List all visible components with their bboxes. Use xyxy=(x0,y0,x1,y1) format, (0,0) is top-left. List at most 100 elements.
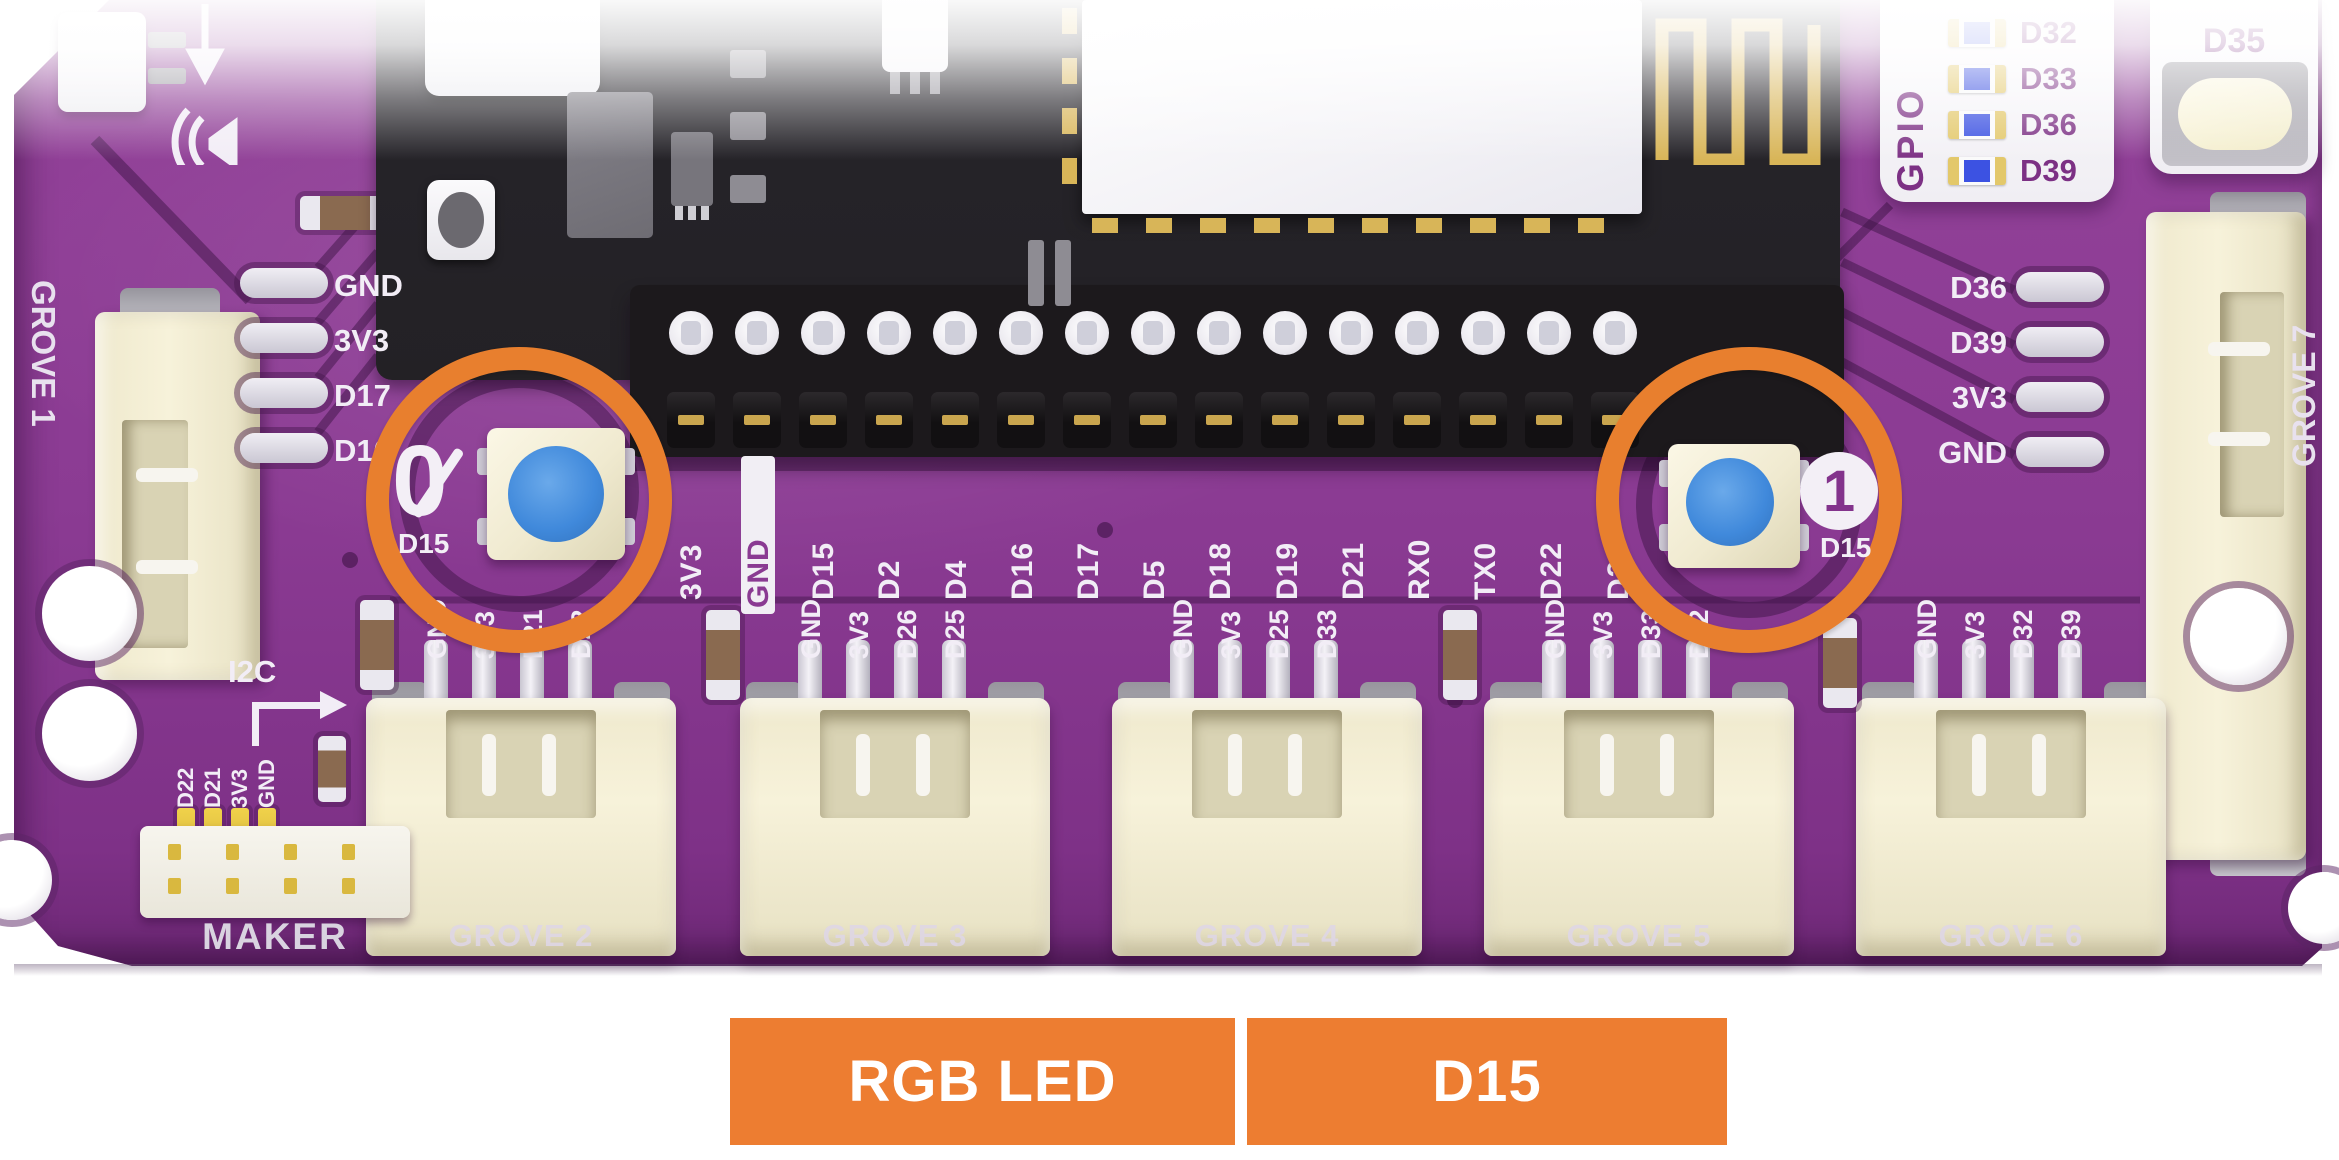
grove3-slot xyxy=(820,710,970,818)
led0-pin-label: D15 xyxy=(398,528,450,559)
led1-pin-label: D15 xyxy=(1820,532,1872,563)
maker-label: MAKER xyxy=(202,916,348,957)
d35-button-label: D35 xyxy=(2202,22,2266,60)
mounting-hole xyxy=(42,686,137,781)
grove7-label: GROVE 7 xyxy=(2286,324,2322,467)
header-pin-label: TX0 xyxy=(1469,541,1502,600)
antenna-trace xyxy=(1655,18,1821,165)
maker-pin-label: GND xyxy=(254,759,279,808)
grove3-pin-label: GND xyxy=(796,599,826,659)
mounting-hole xyxy=(2190,588,2287,685)
banner-pin-text: D15 xyxy=(1432,1049,1542,1114)
pin-pad xyxy=(2016,382,2104,412)
grove5-slot xyxy=(1564,710,1714,818)
banner-component-text: RGB LED xyxy=(848,1049,1117,1114)
grove3-pin-label: D26 xyxy=(892,609,922,659)
usb-connector xyxy=(425,0,600,96)
maker-port-connector xyxy=(140,826,410,918)
gpio-led-label: D36 xyxy=(2020,106,2077,142)
resistor-chip xyxy=(318,736,346,802)
grove7-slot xyxy=(2208,292,2284,517)
boot-button xyxy=(427,180,495,260)
speaker-icon xyxy=(171,4,238,165)
right-pin-label: GND xyxy=(1938,435,2007,470)
i2c-arrow xyxy=(252,702,322,709)
pin-pad xyxy=(240,378,328,408)
banner-component-cell: RGB LED xyxy=(730,1018,1235,1145)
header-pin-label: GND xyxy=(741,456,775,614)
grove4-pin-label: D33 xyxy=(1312,609,1342,659)
blue-led-chip xyxy=(1948,156,2006,185)
pin-pad xyxy=(240,433,328,463)
gpio-panel-title: GPIO xyxy=(1890,87,1931,192)
resistor-chip xyxy=(1443,610,1477,700)
grove4-pin-label: GND xyxy=(1168,599,1198,659)
smd-pad xyxy=(730,175,766,203)
grove3-label: GROVE 3 xyxy=(822,918,968,953)
i2c-label: I2C xyxy=(228,654,277,689)
grove4-label: GROVE 4 xyxy=(1194,918,1340,953)
smd-pad xyxy=(730,112,766,140)
grove6-slot xyxy=(1936,710,2086,818)
header-pin-label: D21 xyxy=(1337,541,1370,600)
grove6-pin-label: D39 xyxy=(2056,609,2086,659)
pin-pad xyxy=(240,323,328,353)
header-pin-label: RX0 xyxy=(1403,538,1436,600)
grove3-pin-label: 3V3 xyxy=(844,610,874,659)
left-pin-label: 3V3 xyxy=(334,323,390,358)
i2c-arrow xyxy=(252,702,259,746)
right-pin-label: 3V3 xyxy=(1951,380,2007,415)
maker-pin-label: D22 xyxy=(173,767,198,808)
header-pin-label: D17 xyxy=(1072,541,1105,600)
blue-led-chip xyxy=(1948,110,2006,139)
d35-button xyxy=(2178,78,2292,150)
smd-pad xyxy=(730,50,766,78)
esp32-wroom-shield xyxy=(1082,0,1642,214)
left-pin-label: D17 xyxy=(334,378,391,413)
grove2-slot xyxy=(446,710,596,818)
gpio-led-label: D32 xyxy=(2020,14,2077,50)
gpio-led-label: D33 xyxy=(2020,60,2077,96)
resistor-chip xyxy=(1823,618,1857,708)
resistor-chip xyxy=(706,610,740,700)
i2c-arrow-head xyxy=(320,691,347,719)
regulator-chip xyxy=(671,132,713,220)
top-connector xyxy=(882,0,948,94)
battery-connector xyxy=(58,12,146,112)
grove2-label: GROVE 2 xyxy=(448,918,594,953)
grove6-pin-label: D32 xyxy=(2008,609,2038,659)
maker-pin-label: 3V3 xyxy=(227,768,252,808)
gpio-led-row: D36 xyxy=(1948,106,2077,142)
pin-pad xyxy=(2016,327,2104,357)
board-edge-shadow xyxy=(14,964,2322,976)
pin-pad xyxy=(240,268,328,298)
grove6-label: GROVE 6 xyxy=(1938,918,2084,953)
grove6-pin-label: 3V3 xyxy=(1960,610,1990,659)
header-pin-label: D5 xyxy=(1138,559,1171,600)
gpio-led-rows: D32 D33 D36 D39 xyxy=(1948,14,2077,188)
grove5-pin-label: GND xyxy=(1540,599,1570,659)
gpio-led-label: D39 xyxy=(2020,152,2077,188)
banner-pin-cell: D15 xyxy=(1247,1018,1727,1145)
header-pin-label: D16 xyxy=(1006,541,1039,600)
led0-index-marker: 0 xyxy=(392,431,484,536)
resistor-chip xyxy=(300,196,390,230)
mounting-hole xyxy=(2288,872,2339,944)
grove4-pin-label: D25 xyxy=(1264,609,1294,659)
female-header-row xyxy=(667,392,1639,448)
grove1-label: GROVE 1 xyxy=(25,280,62,427)
right-pin-label: D36 xyxy=(1950,270,2007,305)
grove3-pin-label: D25 xyxy=(940,609,970,659)
grove5-label: GROVE 5 xyxy=(1566,918,1712,953)
blue-led-chip xyxy=(1948,64,2006,93)
castellation-pads xyxy=(1062,8,1077,206)
resistor-chip xyxy=(360,600,394,690)
gpio-led-row: D39 xyxy=(1948,152,2077,188)
castellation-pads xyxy=(1092,218,1632,233)
mounting-hole xyxy=(42,566,137,661)
gpio-led-row: D33 xyxy=(1948,60,2077,96)
gpio-led-row: D32 xyxy=(1948,14,2077,50)
pin-pad xyxy=(2016,437,2104,467)
smd-pad xyxy=(1055,240,1071,306)
